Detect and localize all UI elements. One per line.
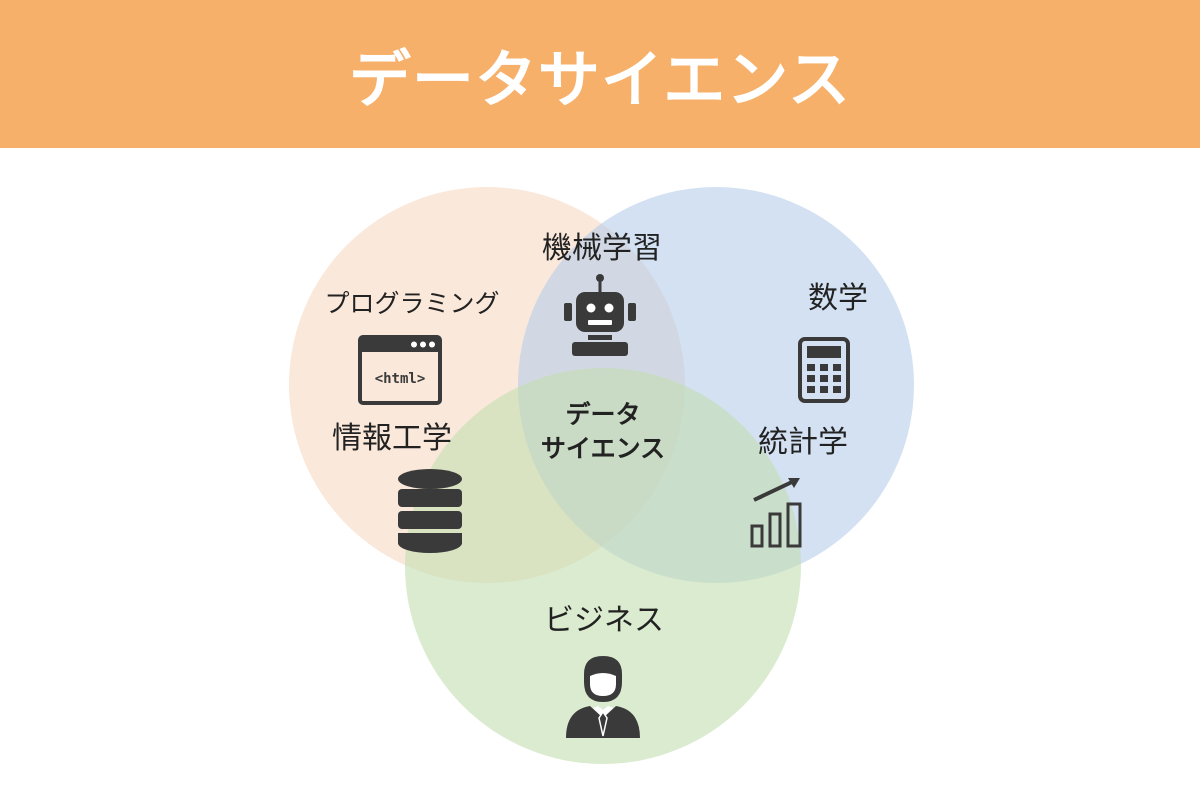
html-icon-text: <html> bbox=[375, 371, 426, 387]
center-label: データ サイエンス bbox=[541, 398, 665, 466]
bar-chart-growth-icon bbox=[750, 478, 802, 548]
center-label-line1: データ bbox=[565, 400, 641, 429]
label-machine-learning: 機械学習 bbox=[542, 231, 662, 266]
label-statistics: 統計学 bbox=[758, 425, 848, 460]
title-banner: データサイエンス bbox=[0, 0, 1200, 148]
database-icon bbox=[398, 469, 462, 553]
calculator-icon bbox=[798, 337, 850, 403]
center-label-line2: サイエンス bbox=[540, 433, 666, 463]
label-mathematics: 数学 bbox=[808, 281, 868, 316]
label-programming: プログラミング bbox=[324, 289, 500, 318]
label-business: ビジネス bbox=[544, 603, 664, 638]
robot-icon bbox=[564, 274, 636, 356]
businessman-icon bbox=[566, 656, 640, 738]
browser-window-icon: <html> bbox=[358, 335, 442, 405]
label-information-engineering: 情報工学 bbox=[332, 421, 452, 456]
circle-bottom bbox=[405, 368, 801, 764]
page-title: データサイエンス bbox=[348, 43, 852, 116]
